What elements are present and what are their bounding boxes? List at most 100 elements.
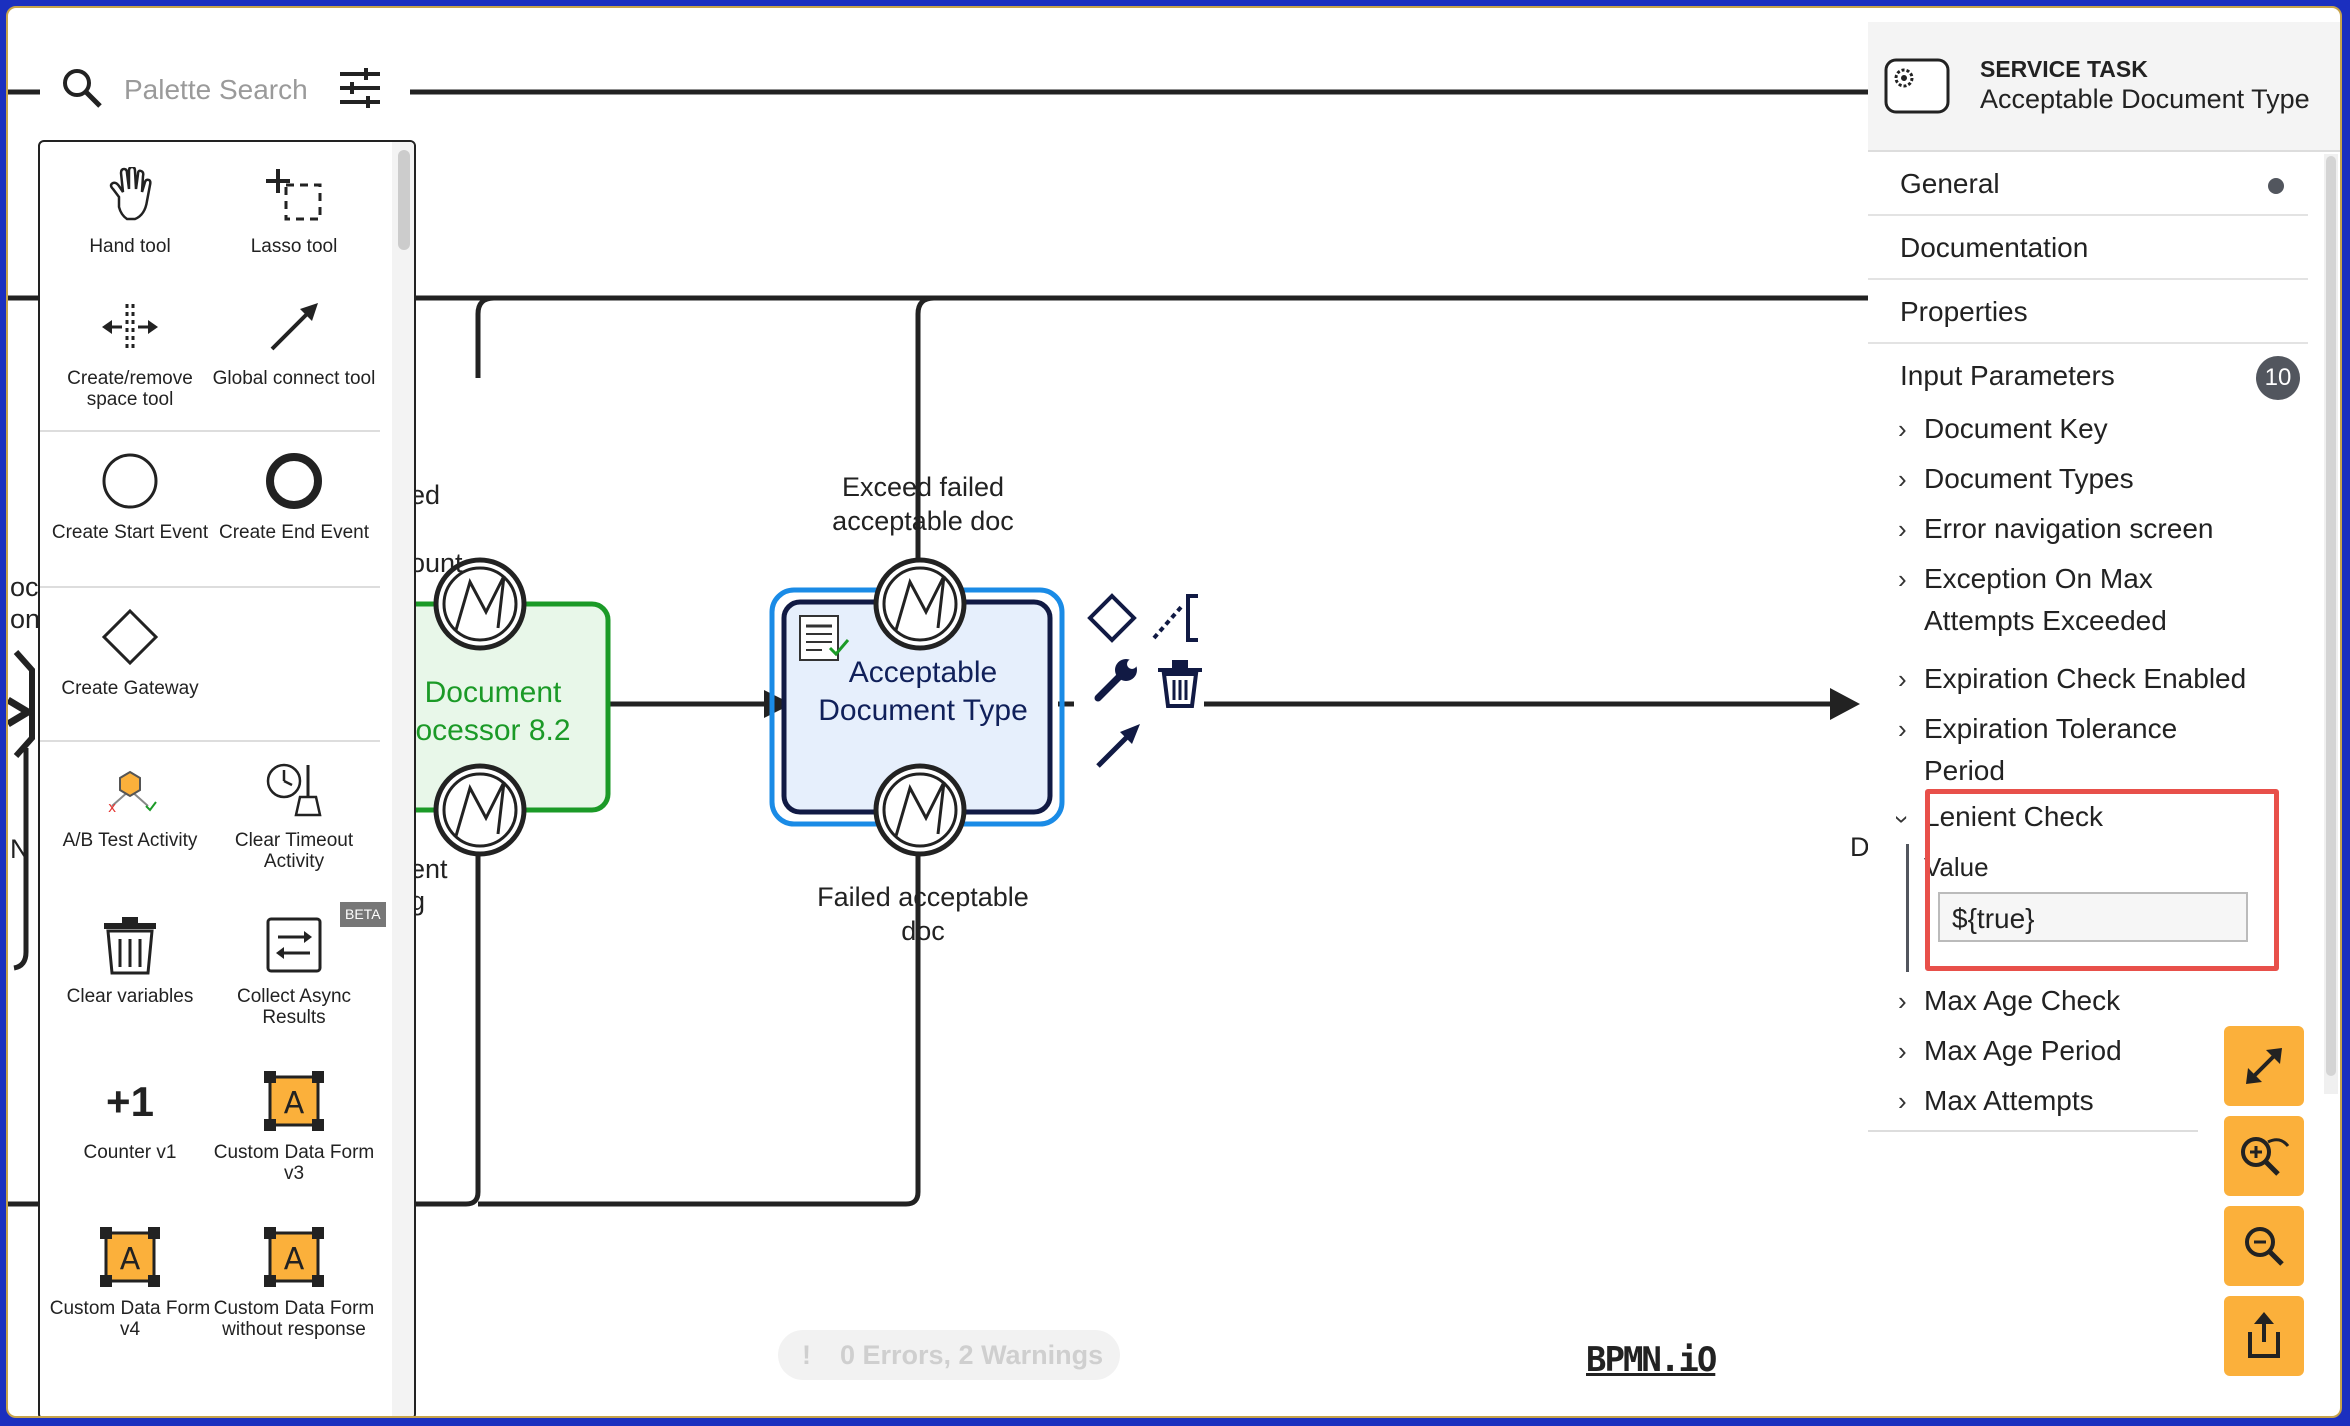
clear-timeout-icon <box>212 754 376 824</box>
bpmn-io-logo[interactable]: BPMN.iO <box>1586 1340 1717 1380</box>
partial-label: N <box>10 834 30 864</box>
palette-counter-v1[interactable]: +1 Counter v1 <box>48 1066 212 1163</box>
boundary-error-event[interactable] <box>433 557 527 651</box>
chevron-right-icon[interactable]: › <box>1898 414 1907 444</box>
palette-clear-variables[interactable]: Clear variables <box>48 910 212 1007</box>
group-general[interactable]: General <box>1868 152 2308 216</box>
sequence-flow[interactable] <box>8 844 481 1207</box>
search-icon[interactable] <box>60 66 104 110</box>
palette-lasso-tool[interactable]: Lasso tool <box>212 160 376 257</box>
task-label: Acceptable Document Type <box>818 656 1028 727</box>
highlight-box <box>1925 789 2279 971</box>
sequence-flow[interactable] <box>13 748 29 971</box>
palette-custom-data-form-without-response[interactable]: A Custom Data Form without response <box>212 1222 376 1340</box>
divider <box>1868 1130 2198 1132</box>
boundary-error-event[interactable] <box>873 557 967 651</box>
param-max-age-period[interactable]: Max Age Period <box>1924 1035 2122 1066</box>
param-exception-on-max-attempts[interactable]: Exception On Max Attempts Exceeded <box>1924 563 2167 636</box>
custom-form-icon: A <box>212 1222 376 1292</box>
tool-label: Custom Data Form without response <box>213 1298 375 1340</box>
palette-search-bar: Palette Search <box>40 36 410 143</box>
fit-viewport-button[interactable] <box>2224 1026 2304 1106</box>
tool-label: Collect Async Results <box>236 986 352 1028</box>
svg-text:A: A <box>120 1242 141 1277</box>
element-name: Acceptable Document Type <box>1980 84 2310 114</box>
param-expiration-tolerance-period[interactable]: Expiration Tolerance Period <box>1924 713 2178 786</box>
task-label-green: D Document Processor 8.2 <box>385 676 571 747</box>
trash-icon <box>48 910 212 980</box>
param-document-types[interactable]: Document Types <box>1924 463 2134 494</box>
export-button[interactable] <box>2224 1296 2304 1376</box>
sequence-flow[interactable] <box>478 844 921 1207</box>
panel-scrollbar-thumb[interactable] <box>2326 156 2336 1076</box>
chevron-down-icon[interactable]: › <box>1887 815 1918 824</box>
zoom-out-button[interactable] <box>2224 1206 2304 1286</box>
group-label: Input Parameters <box>1900 360 2115 391</box>
tool-label: Custom Data Form v3 <box>213 1142 375 1184</box>
chevron-right-icon[interactable]: › <box>1898 1086 1907 1116</box>
lenient-check-value-input[interactable]: ${true} <box>1938 892 2248 942</box>
boundary-label-failed: Failed acceptable doc <box>817 882 1029 946</box>
boundary-label-exceed: Exceed failed acceptable doc <box>832 472 1014 536</box>
chevron-right-icon[interactable]: › <box>1898 514 1907 544</box>
custom-form-icon: A <box>212 1066 376 1136</box>
chevron-right-icon[interactable]: › <box>1898 564 1907 594</box>
palette-collect-async-results[interactable]: BETA Collect Async Results <box>212 902 386 1028</box>
group-label: Documentation <box>1900 232 2089 263</box>
palette-search-input[interactable]: Palette Search <box>124 74 308 105</box>
sequence-flow[interactable] <box>475 295 495 378</box>
tool-label: Clear variables <box>66 986 194 1007</box>
tool-label: A/B Test Activity <box>62 830 198 851</box>
palette-scrollbar-track[interactable] <box>392 142 414 1416</box>
chevron-right-icon[interactable]: › <box>1898 714 1907 744</box>
palette-global-connect[interactable]: Global connect tool <box>212 292 376 389</box>
expand-arrows-icon <box>2246 1048 2282 1084</box>
palette-space-tool[interactable]: Create/remove space tool <box>48 292 212 410</box>
param-expiration-check-enabled[interactable]: Expiration Check Enabled <box>1924 663 2247 694</box>
filter-sliders-icon[interactable] <box>338 66 382 110</box>
param-max-attempts[interactable]: Max Attempts <box>1924 1085 2094 1116</box>
append-gateway-icon[interactable] <box>1087 593 1137 643</box>
context-pad <box>1074 668 1204 720</box>
param-max-age-check[interactable]: Max Age Check <box>1924 985 2121 1016</box>
space-tool-icon <box>48 292 212 362</box>
palette-clear-timeout-activity[interactable]: Clear Timeout Activity <box>212 754 376 872</box>
group-properties[interactable]: Properties <box>1868 280 2308 344</box>
connect-arrow-icon[interactable] <box>1096 724 1140 768</box>
ab-test-icon: x <box>48 754 212 824</box>
zoom-in-button[interactable] <box>2224 1116 2304 1196</box>
delete-trash-icon[interactable] <box>1158 660 1202 708</box>
palette-create-gateway[interactable]: Create Gateway <box>48 602 212 699</box>
partial-label: ent <box>410 854 448 884</box>
palette-custom-data-form-v3[interactable]: A Custom Data Form v3 <box>212 1066 376 1184</box>
sequence-flow[interactable] <box>915 295 935 568</box>
boundary-error-event[interactable] <box>873 763 967 857</box>
chevron-right-icon[interactable]: › <box>1898 986 1907 1016</box>
chevron-right-icon[interactable]: › <box>1898 1036 1907 1066</box>
wrench-icon[interactable] <box>1094 659 1137 702</box>
append-text-annotation-icon[interactable] <box>1152 594 1198 642</box>
chevron-right-icon[interactable]: › <box>1898 664 1907 694</box>
param-error-navigation-screen[interactable]: Error navigation screen <box>1924 513 2214 544</box>
data-marker-dot <box>2268 178 2284 194</box>
palette-ab-test-activity[interactable]: x A/B Test Activity <box>48 754 212 851</box>
value-label: Value <box>1924 852 1989 882</box>
param-document-key[interactable]: Document Key <box>1924 413 2108 444</box>
palette-scrollbar-thumb[interactable] <box>398 150 410 250</box>
group-input-parameters[interactable]: Input Parameters 10 <box>1868 344 2308 406</box>
hand-icon <box>48 160 212 230</box>
custom-form-icon: A <box>48 1222 212 1292</box>
palette-custom-data-form-v4[interactable]: A Custom Data Form v4 <box>48 1222 212 1340</box>
connect-arrow-icon <box>212 292 376 362</box>
palette-create-end-event[interactable]: Create End Event <box>212 446 376 543</box>
chevron-right-icon[interactable]: › <box>1898 464 1907 494</box>
task-label-clip: D Document Processor 8.2 <box>382 674 628 754</box>
group-documentation[interactable]: Documentation <box>1868 216 2308 280</box>
lint-status[interactable]: ! 0 Errors, 2 Warnings <box>778 1330 1120 1380</box>
gateway-partial[interactable] <box>13 650 35 758</box>
palette-create-start-event[interactable]: Create Start Event <box>48 446 212 543</box>
service-task-icon <box>1884 58 1950 114</box>
boundary-error-event[interactable] <box>433 763 527 857</box>
palette-hand-tool[interactable]: Hand tool <box>48 160 212 257</box>
param-lenient-check[interactable]: Lenient Check <box>1924 801 2104 832</box>
